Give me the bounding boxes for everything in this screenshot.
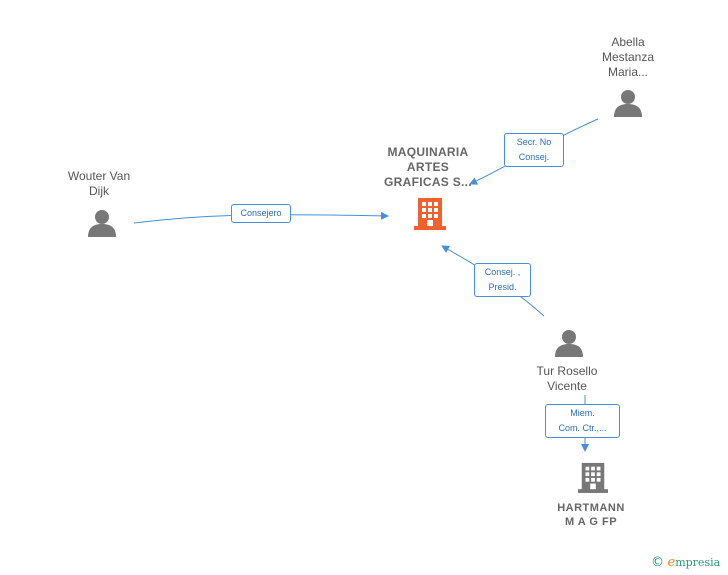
- person-tur-name-line-1: Tur Rosello: [536, 364, 598, 378]
- relation-label-tur-hartmann-line-2: Com. Ctr.,...: [558, 423, 607, 433]
- person-wouter-name[interactable]: Wouter Van Dijk: [59, 169, 139, 199]
- main-company-name[interactable]: MAQUINARIA ARTES GRAFICAS S...: [378, 145, 478, 190]
- main-company-name-line-2: ARTES: [406, 160, 450, 174]
- person-wouter-name-line-2: Dijk: [89, 184, 109, 198]
- company-hartmann-name-line-2: M A G FP: [564, 516, 618, 528]
- company-hartmann-name-line-1: HARTMANN: [557, 502, 625, 514]
- relation-label-abella-main[interactable]: Secr. No Consej.: [504, 133, 564, 167]
- person-abella-name[interactable]: Abella Mestanza Maria...: [588, 35, 668, 80]
- person-abella-name-line-2: Mestanza: [601, 50, 655, 64]
- person-tur-name-line-2: Vicente: [547, 379, 587, 393]
- person-wouter-icon[interactable]: [88, 209, 116, 237]
- person-abella-icon[interactable]: [614, 89, 642, 117]
- relation-label-wouter-main[interactable]: Consejero: [231, 204, 291, 223]
- person-abella-name-line-1: Abella: [611, 35, 645, 49]
- relation-label-tur-hartmann-line-1: Miem.: [570, 408, 595, 418]
- copyright-icon: ©: [651, 555, 664, 570]
- relation-label-tur-main-line-1: Consej. ,: [484, 267, 521, 277]
- main-company-name-line-1: MAQUINARIA: [387, 145, 469, 159]
- brand-initial: e: [667, 555, 676, 570]
- relation-label-tur-hartmann[interactable]: Miem. Com. Ctr.,...: [545, 404, 620, 438]
- person-tur-icon[interactable]: [555, 329, 583, 357]
- company-hartmann-name[interactable]: HARTMANN M A G FP: [551, 501, 631, 529]
- relation-label-wouter-main-line-1: Consejero: [240, 208, 282, 218]
- brand-name: mpresia: [675, 556, 721, 569]
- person-tur-name[interactable]: Tur Rosello Vicente: [527, 364, 607, 394]
- relation-label-abella-main-line-1: Secr. No: [516, 137, 552, 147]
- company-hartmann-building-icon[interactable]: [578, 460, 608, 494]
- main-company-name-line-3: GRAFICAS S...: [384, 175, 472, 189]
- relation-label-tur-main[interactable]: Consej. , Presid.: [474, 263, 531, 297]
- relation-label-abella-main-line-2: Consej.: [518, 152, 550, 162]
- brand-watermark: © empresia: [651, 555, 720, 570]
- main-company-building-icon[interactable]: [414, 196, 446, 230]
- person-wouter-name-line-1: Wouter Van: [67, 169, 131, 183]
- relation-label-tur-main-line-2: Presid.: [488, 282, 517, 292]
- person-abella-name-line-3: Maria...: [607, 65, 648, 79]
